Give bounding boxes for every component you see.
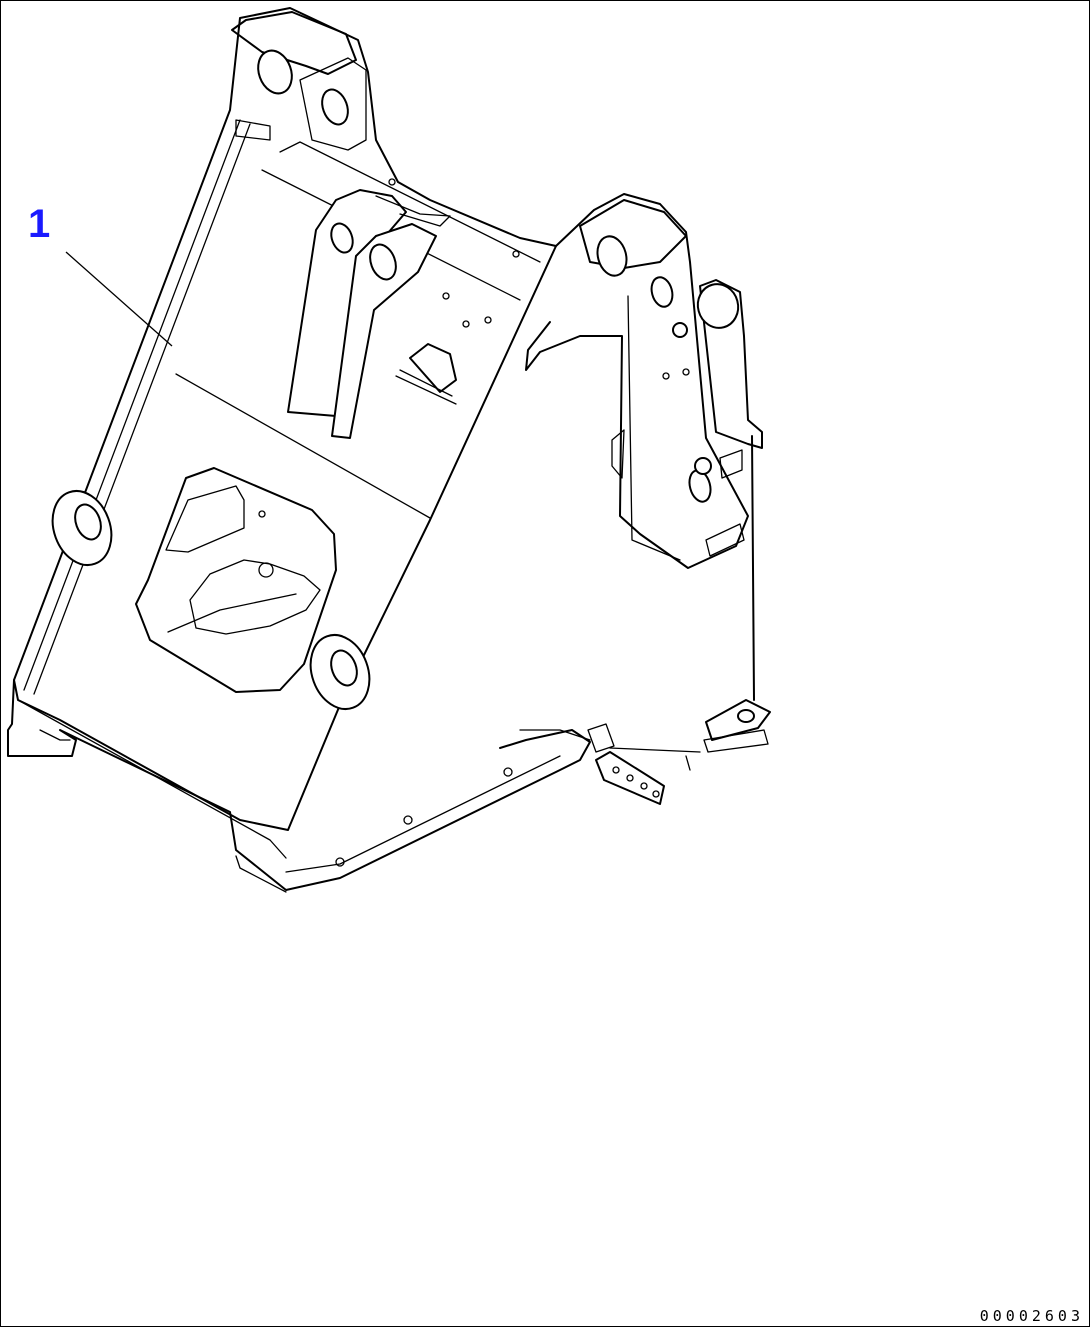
drawing-code: 00002603 bbox=[979, 1307, 1084, 1325]
right-tower bbox=[525, 193, 771, 805]
part-callout-number: 1 bbox=[28, 202, 51, 246]
base-rail bbox=[7, 679, 591, 893]
left-tower bbox=[13, 7, 557, 831]
callout-leader-line bbox=[65, 251, 173, 347]
